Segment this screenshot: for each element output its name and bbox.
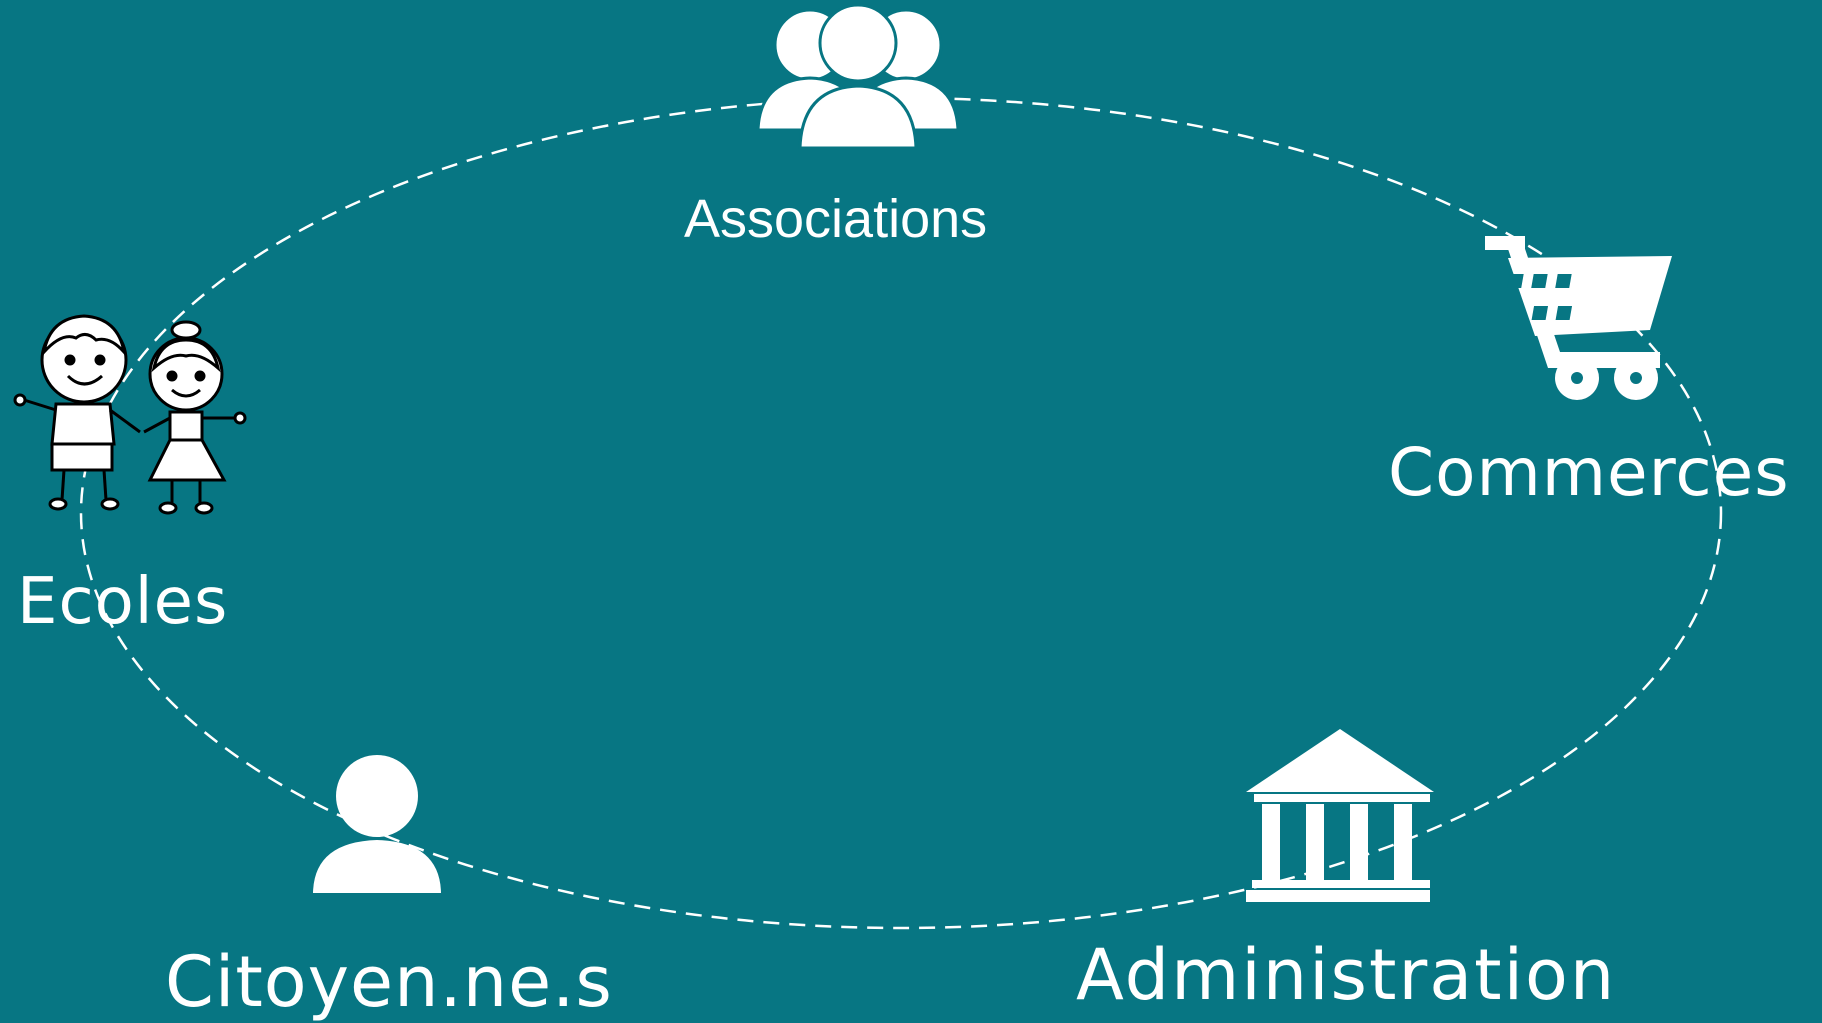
node-label-administration: Administration	[1076, 934, 1617, 1016]
node-label-associations: Associations	[684, 189, 988, 249]
children-holding-hands-icon	[13, 314, 247, 515]
person-icon	[313, 755, 441, 893]
government-building-icon	[1246, 729, 1434, 902]
shopping-cart-icon	[1485, 236, 1672, 400]
dashed-ellipse-connector	[79, 96, 1723, 930]
node-label-commerces: Commerces	[1388, 434, 1790, 511]
group-of-people-icon	[756, 3, 960, 150]
node-label-ecoles: Ecoles	[17, 565, 229, 639]
node-label-citoyens: Citoyen.ne.s	[165, 941, 613, 1023]
